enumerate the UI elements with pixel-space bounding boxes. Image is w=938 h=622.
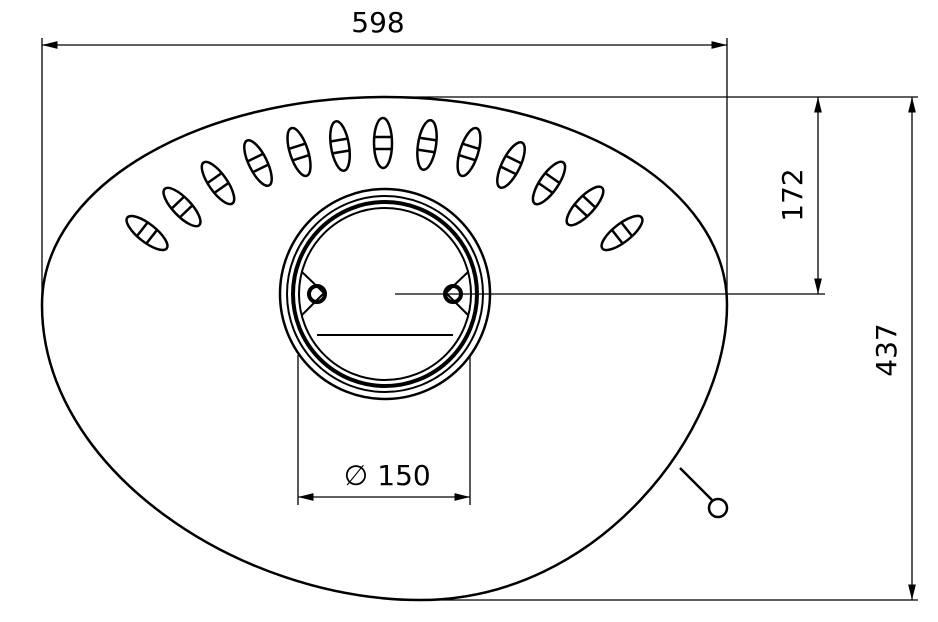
height-dimension: 437 — [870, 323, 903, 376]
stove-outline — [40, 95, 729, 602]
width-dimension: 598 — [351, 6, 404, 39]
vent-slot — [328, 120, 352, 172]
vent-slot — [565, 185, 605, 227]
flue-offset-dimension: 172 — [776, 168, 809, 221]
flue-diameter-dimension: 150 — [377, 459, 430, 492]
vent-slot — [243, 138, 273, 188]
door-handle — [679, 467, 729, 519]
vent-slot — [456, 126, 482, 178]
vent-slot — [531, 160, 567, 206]
vent-slot — [125, 214, 169, 252]
vent-slot — [286, 126, 312, 178]
vent-slot — [600, 214, 644, 252]
vent-slots — [125, 116, 644, 252]
vent-slot — [496, 140, 526, 190]
vent-slot — [416, 118, 438, 172]
diameter-symbol: ∅ — [344, 459, 368, 492]
vent-slot — [372, 116, 394, 170]
vent-slot — [162, 186, 202, 228]
vent-slot — [200, 160, 236, 206]
